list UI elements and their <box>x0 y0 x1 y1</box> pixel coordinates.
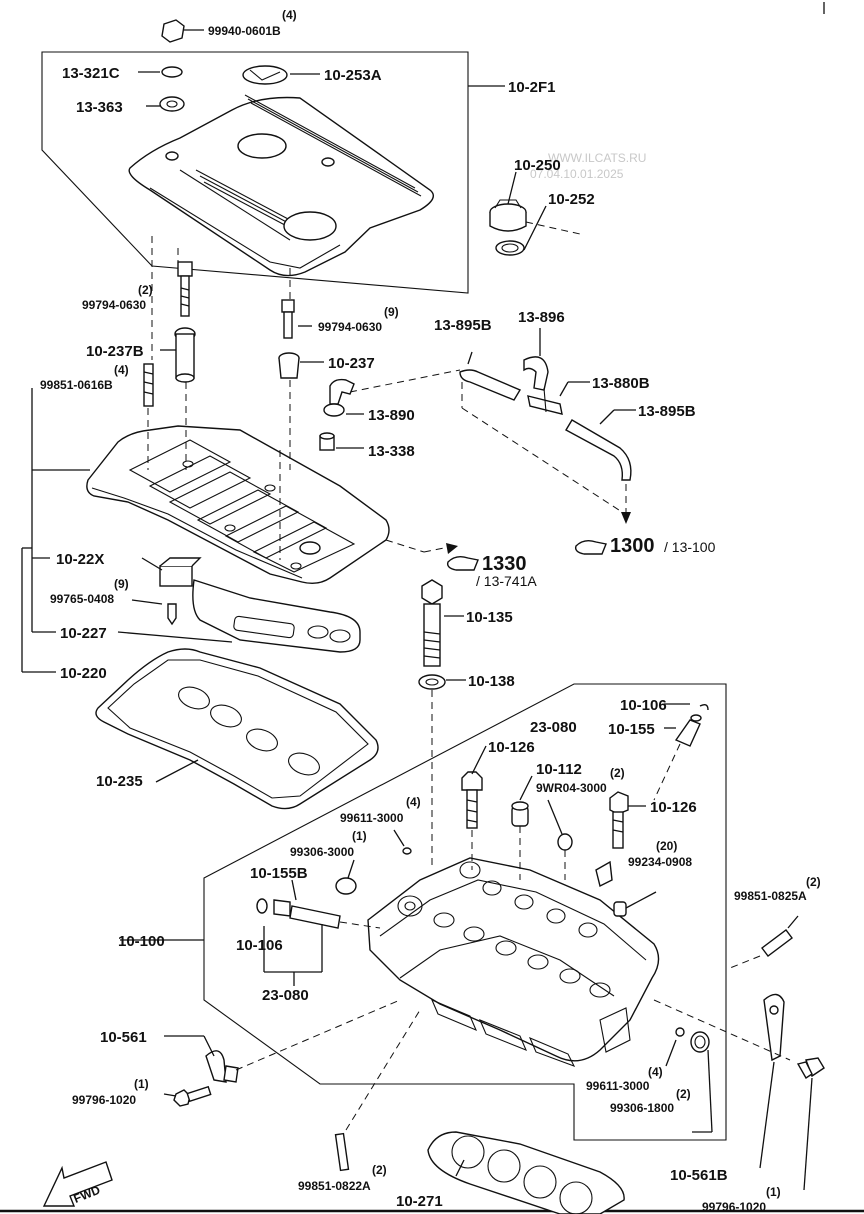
reference-pointers <box>446 539 607 571</box>
oil-filler-cap-group <box>489 171 581 256</box>
label-99611-bottom-qty[interactable]: (4) <box>648 1065 663 1079</box>
label-13-890[interactable]: 13-890 <box>368 407 415 424</box>
label-99794a[interactable]: 99794-0630 <box>82 298 146 312</box>
head-bolt-group <box>418 579 466 870</box>
label-1300-sub[interactable]: / 13-100 <box>664 539 716 555</box>
label-10-138[interactable]: 10-138 <box>468 673 515 690</box>
label-10-22x[interactable]: 10-22X <box>56 551 104 568</box>
label-10-561[interactable]: 10-561 <box>100 1029 147 1046</box>
label-13-321c[interactable]: 13-321C <box>62 65 120 82</box>
label-99794a-qty[interactable]: (2) <box>138 283 153 297</box>
label-99611-top[interactable]: 99611-3000 <box>340 811 404 825</box>
label-99306-top[interactable]: 99306-3000 <box>290 845 354 859</box>
label-99851-0822a[interactable]: 99851-0822A <box>298 1179 371 1193</box>
label-10-155b[interactable]: 10-155B <box>250 865 308 882</box>
label-10-126-right[interactable]: 10-126 <box>650 799 697 816</box>
label-10-106-bottom[interactable]: 10-106 <box>236 937 283 954</box>
label-23-080-bottom[interactable]: 23-080 <box>262 987 309 1004</box>
label-99765-qty[interactable]: (9) <box>114 577 129 591</box>
label-13-895b-top[interactable]: 13-895B <box>434 317 492 334</box>
label-10-126-left[interactable]: 10-126 <box>488 739 535 756</box>
label-10-106-top[interactable]: 10-106 <box>620 697 667 714</box>
label-10-237b[interactable]: 10-237B <box>86 343 144 360</box>
label-10-227[interactable]: 10-227 <box>60 625 107 642</box>
label-99851-0822a-qty[interactable]: (2) <box>372 1163 387 1177</box>
label-10-155-top[interactable]: 10-155 <box>608 721 655 738</box>
label-99796-left-qty[interactable]: (1) <box>134 1077 149 1091</box>
label-13-895b-right[interactable]: 13-895B <box>638 403 696 420</box>
label-99306-bottom[interactable]: 99306-1800 <box>610 1101 674 1115</box>
label-99940[interactable]: 99940-0601B <box>208 24 281 38</box>
label-99796-right-qty[interactable]: (1) <box>766 1185 781 1199</box>
bolts-group <box>143 261 324 407</box>
label-10-253a[interactable]: 10-253A <box>324 67 382 84</box>
label-99765[interactable]: 99765-0408 <box>50 592 114 606</box>
cylinder-head-group <box>120 683 825 1191</box>
hand-pointer-1330-icon <box>446 555 479 571</box>
hand-pointer-1300-icon <box>574 539 607 555</box>
label-10-561b[interactable]: 10-561B <box>670 1167 728 1184</box>
label-13-338[interactable]: 13-338 <box>368 443 415 460</box>
label-1300[interactable]: 1300 <box>610 535 655 557</box>
group-brackets <box>21 388 90 673</box>
label-99851-0616b[interactable]: 99851-0616B <box>40 378 113 392</box>
rocker-cover-group <box>86 236 458 585</box>
label-99796-left[interactable]: 99796-1020 <box>72 1093 136 1107</box>
label-10-271[interactable]: 10-271 <box>396 1193 443 1210</box>
label-99306-top-qty[interactable]: (1) <box>352 829 367 843</box>
pcv-hoses-group <box>319 328 636 524</box>
label-10-235[interactable]: 10-235 <box>96 773 143 790</box>
label-10-112[interactable]: 10-112 <box>536 761 582 778</box>
label-13-880b[interactable]: 13-880B <box>592 375 650 392</box>
label-10-250[interactable]: 10-250 <box>514 157 561 174</box>
label-1330-sub[interactable]: / 13-741A <box>476 573 537 589</box>
label-10-135[interactable]: 10-135 <box>466 609 513 626</box>
label-13-896[interactable]: 13-896 <box>518 309 565 326</box>
label-99940-qty[interactable]: (4) <box>282 8 297 22</box>
label-99611-bottom[interactable]: 99611-3000 <box>586 1079 650 1093</box>
head-gasket-group <box>427 1131 625 1214</box>
engine-cover-group <box>41 19 505 294</box>
label-10-237[interactable]: 10-237 <box>328 355 375 372</box>
label-99234[interactable]: 99234-0908 <box>628 855 692 869</box>
label-9wr04-qty[interactable]: (2) <box>610 766 625 780</box>
label-99794b[interactable]: 99794-0630 <box>318 320 382 334</box>
label-10-2f1[interactable]: 10-2F1 <box>508 79 556 96</box>
label-1330[interactable]: 1330 <box>482 553 527 575</box>
label-99234-qty[interactable]: (20) <box>656 839 677 853</box>
forward-arrow <box>42 1161 113 1207</box>
watermark-date: 07.04.10.01.2025 <box>530 167 624 181</box>
label-99306-bottom-qty[interactable]: (2) <box>676 1087 691 1101</box>
label-99851-0616b-qty[interactable]: (4) <box>114 363 129 377</box>
seal-plate-group <box>117 557 361 653</box>
part-labels: (4) 99940-0601B 13-321C 10-253A 10-2F1 1… <box>40 8 821 1214</box>
label-99851-0825a[interactable]: 99851-0825A <box>734 889 807 903</box>
label-13-363[interactable]: 13-363 <box>76 99 123 116</box>
rocker-gasket-group <box>95 648 379 810</box>
label-10-100[interactable]: 10-100 <box>118 933 165 950</box>
label-99794b-qty[interactable]: (9) <box>384 305 399 319</box>
watermark-site: WWW.ILCATS.RU <box>548 151 646 165</box>
label-10-220[interactable]: 10-220 <box>60 665 107 682</box>
label-10-252[interactable]: 10-252 <box>548 191 595 208</box>
label-9wr04[interactable]: 9WR04-3000 <box>536 781 607 795</box>
label-99851-0825a-qty[interactable]: (2) <box>806 875 821 889</box>
label-99611-top-qty[interactable]: (4) <box>406 795 421 809</box>
label-23-080-top[interactable]: 23-080 <box>530 719 577 736</box>
label-99796-right[interactable]: 99796-1020 <box>702 1200 766 1214</box>
